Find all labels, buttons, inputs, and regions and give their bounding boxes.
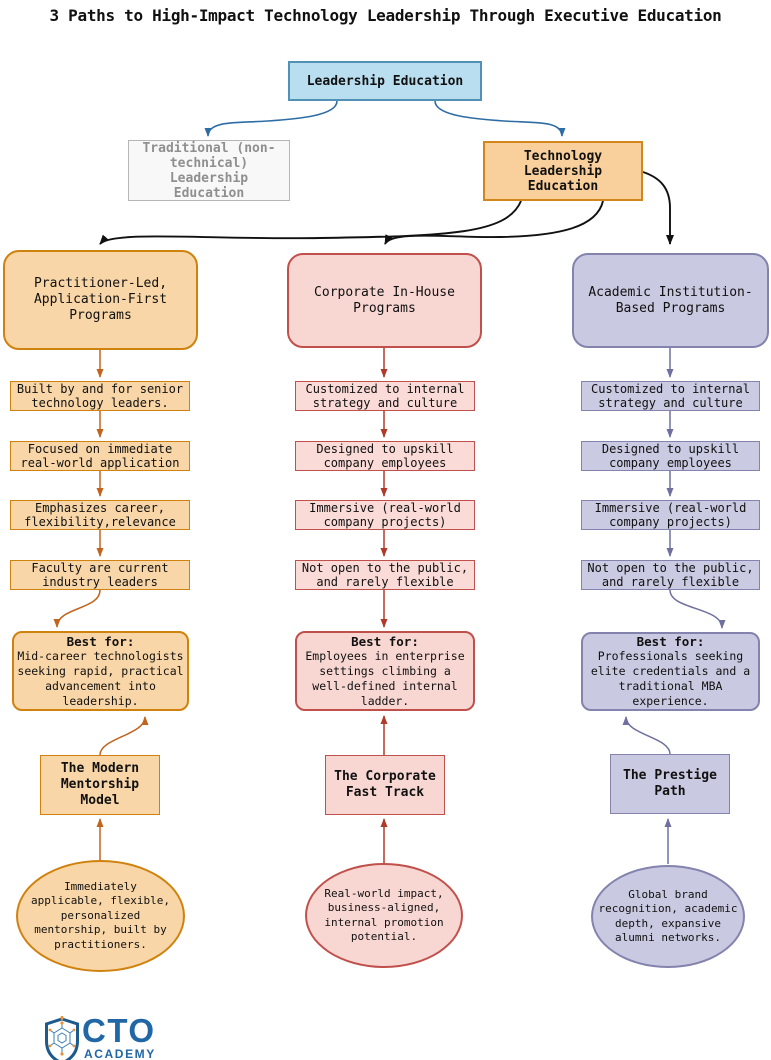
best-for-label: Best for: [351,633,419,649]
feature-box: Designed to upskill company employees [581,441,760,471]
feature-box: Immersive (real-world company projects) [295,500,475,530]
logo-title: CTO [82,1012,156,1049]
node-leadership-education: Leadership Education [288,61,482,101]
best-for-text: Professionals seeking elite credentials … [590,649,751,708]
shield-icon [45,1016,79,1060]
feature-box: Built by and for senior technology leade… [10,381,190,411]
outcome-ellipse-corporate: Real-world impact, business-aligned, int… [305,863,463,968]
node-modern-mentorship-model: The Modern Mentorship Model [40,755,160,815]
feature-box: Immersive (real-world company projects) [581,500,760,530]
node-corporate-fast-track: The Corporate Fast Track [325,755,445,815]
best-for-box-practitioner: Best for: Mid-career technologists seeki… [12,631,189,711]
best-for-text: Employees in enterprise settings climbin… [305,648,465,708]
node-traditional-leadership-education: Traditional (non- technical) Leadership … [128,140,290,201]
feature-box: Designed to upskill company employees [295,441,475,471]
best-for-label: Best for: [66,633,135,649]
best-for-text: Mid-career technologists seeking rapid, … [17,648,184,708]
feature-box: Customized to internal strategy and cult… [295,381,475,411]
outcome-ellipse-academic: Global brand recognition, academic depth… [591,865,745,968]
feature-box: Not open to the public, and rarely flexi… [581,560,760,590]
cto-academy-logo: CTO ACADEMY [45,1012,215,1060]
feature-box: Focused on immediate real-world applicat… [10,441,190,471]
path-header-academic: Academic Institution- Based Programs [572,253,769,348]
node-prestige-path: The Prestige Path [610,754,730,814]
best-for-box-corporate: Best for: Employees in enterprise settin… [295,631,475,711]
node-technology-leadership-education: Technology Leadership Education [483,141,643,201]
best-for-label: Best for: [636,634,705,649]
feature-box: Not open to the public, and rarely flexi… [295,560,475,590]
best-for-box-academic: Best for: Professionals seeking elite cr… [581,632,760,711]
outcome-ellipse-practitioner: Immediately applicable, flexible, person… [16,860,185,972]
feature-box: Faculty are current industry leaders [10,560,190,590]
feature-box: Emphasizes career, flexibility,relevance [10,500,190,530]
path-header-practitioner-led: Practitioner-Led, Application-First Prog… [3,250,198,350]
diagram-title: 3 Paths to High-Impact Technology Leader… [49,6,722,25]
path-header-corporate: Corporate In-House Programs [287,253,482,348]
feature-box: Customized to internal strategy and cult… [581,381,760,411]
logo-subtitle: ACADEMY [84,1047,156,1060]
